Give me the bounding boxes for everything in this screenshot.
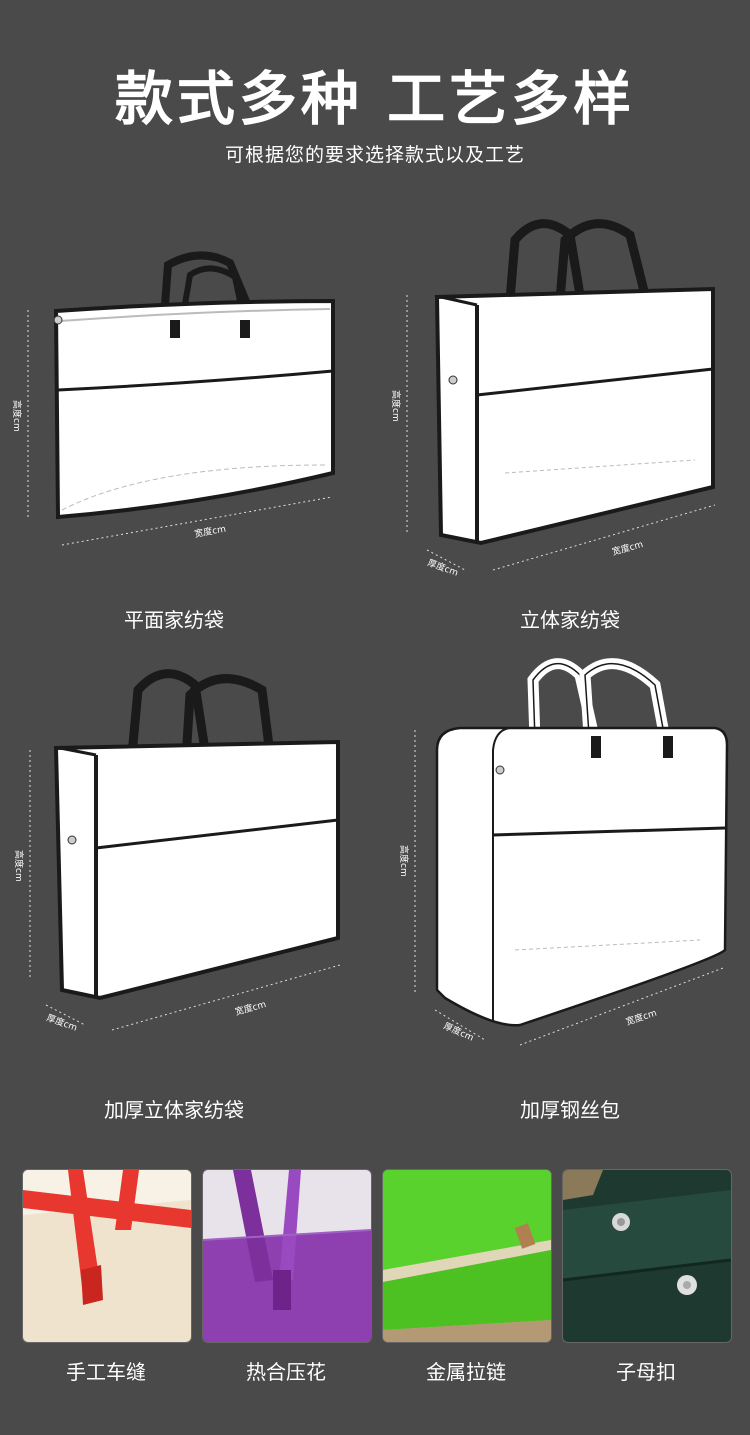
craft-sewing-label: 手工车缝 xyxy=(66,1360,146,1384)
bag2-width-text: 宽度cm xyxy=(611,538,645,558)
bag4-height-text: 高度cm xyxy=(398,845,410,877)
page-title: 款式多种 工艺多样 xyxy=(114,65,636,133)
bag3-depth-text: 厚度cm xyxy=(45,1012,79,1034)
bag3-height-text: 高度cm xyxy=(13,850,25,882)
craft-heat-press-label: 热合压花 xyxy=(246,1360,326,1384)
bag2-depth-text: 厚度cm xyxy=(426,557,460,579)
craft-metal-zipper-label: 金属拉链 xyxy=(426,1360,506,1384)
3d-bag-diagram: 高度cm 宽度cm 厚度cm xyxy=(390,219,716,579)
bag4-depth-text: 厚度cm xyxy=(442,1020,476,1044)
bag4-width-text: 宽度cm xyxy=(624,1007,658,1028)
bag1-label: 平面家纺袋 xyxy=(124,608,224,632)
steel-wire-bag-diagram: 高度cm 宽度cm 厚度cm xyxy=(398,658,729,1046)
bag1-width-text: 宽度cm xyxy=(193,523,226,540)
bag1-height-text: 高度cm xyxy=(11,400,23,432)
thick-3d-bag-diagram: 高度cm 宽度cm 厚度cm xyxy=(13,669,341,1034)
craft-snap-button-photo xyxy=(562,1169,732,1343)
craft-heat-press-photo xyxy=(202,1169,372,1343)
bag2-label: 立体家纺袋 xyxy=(520,608,620,632)
craft-metal-zipper-photo xyxy=(382,1169,552,1343)
craft-snap-button-label: 子母扣 xyxy=(616,1360,676,1384)
page-subtitle: 可根据您的要求选择款式以及工艺 xyxy=(224,144,525,166)
bag3-width-text: 宽度cm xyxy=(234,998,268,1018)
flat-bag-diagram: 高度cm 宽度cm xyxy=(11,251,335,546)
bag3-label: 加厚立体家纺袋 xyxy=(104,1098,244,1122)
bag4-label: 加厚钢丝包 xyxy=(520,1098,620,1122)
craft-sewing-photo xyxy=(22,1169,192,1343)
bag2-height-text: 高度cm xyxy=(390,390,402,422)
